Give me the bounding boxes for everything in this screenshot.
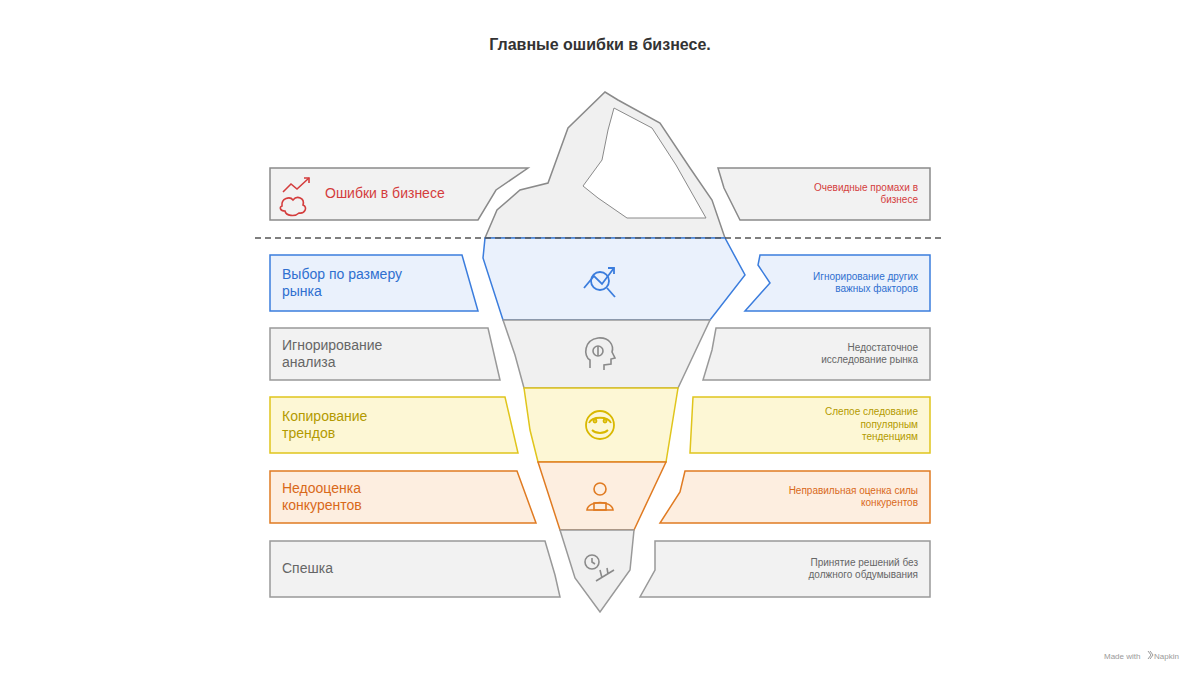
napkin-logo <box>1148 651 1153 659</box>
mistake-label: Ошибки в бизнесе <box>325 185 445 203</box>
box-shape <box>640 541 930 597</box>
iceberg-band <box>503 320 710 388</box>
description-box: Игнорирование других важных факторов <box>745 255 930 311</box>
box-shape <box>703 328 930 380</box>
description-text: Слепое следование популярным тенденциям <box>808 406 918 444</box>
box-shape <box>270 168 528 220</box>
iceberg-snow <box>583 108 706 218</box>
mistake-box: Выбор по размеру рынка <box>270 255 478 311</box>
watermark: Napkin <box>1154 652 1179 661</box>
description-box: Неправильная оценка силы конкурентов <box>660 471 930 523</box>
mistake-box: Игнорирование анализа <box>270 328 500 380</box>
box-shape <box>745 255 930 311</box>
chart-icon <box>584 268 615 297</box>
clock-icon <box>585 555 614 581</box>
iceberg-tip <box>485 92 725 238</box>
mistake-box: Недооценка конкурентов <box>270 471 536 523</box>
head-icon <box>586 338 615 370</box>
mistake-label: Недооценка конкурентов <box>282 480 412 515</box>
iceberg-band <box>483 238 745 320</box>
waterline <box>255 237 945 239</box>
description-box: Принятие решений без должного обдумывани… <box>640 541 930 597</box>
trend-icon <box>280 178 309 215</box>
box-shape <box>270 541 560 597</box>
box-shape <box>660 471 930 523</box>
mistake-label: Игнорирование анализа <box>282 337 412 372</box>
description-box: Очевидные промахи в бизнесе <box>718 168 930 220</box>
mistake-box: Спешка <box>270 541 560 597</box>
watermark: Made with <box>1104 652 1140 661</box>
mistake-box: Ошибки в бизнесе <box>270 168 528 220</box>
box-shape <box>270 397 518 453</box>
iceberg-band <box>538 462 666 530</box>
box-shape <box>270 255 478 311</box>
description-text: Игнорирование других важных факторов <box>808 271 918 296</box>
mistake-box: Копирование трендов <box>270 397 518 453</box>
description-box: Слепое следование популярным тенденциям <box>690 397 930 453</box>
mistake-label: Выбор по размеру рынка <box>282 266 402 301</box>
box-shape <box>718 168 930 220</box>
diagram-title: Главные ошибки в бизнесе. <box>0 36 1200 54</box>
person-icon <box>587 483 613 510</box>
box-shape <box>690 397 930 453</box>
description-text: Принятие решений без должного обдумывани… <box>798 557 918 582</box>
description-text: Неправильная оценка силы конкурентов <box>788 485 918 510</box>
iceberg-band <box>524 388 678 462</box>
iceberg-band <box>560 530 634 612</box>
description-text: Недостаточное исследование рынка <box>788 342 918 367</box>
description-box: Недостаточное исследование рынка <box>703 328 930 380</box>
mistake-label: Копирование трендов <box>282 408 412 443</box>
box-shape <box>270 471 536 523</box>
box-shape <box>270 328 500 380</box>
mistake-label: Спешка <box>282 560 333 578</box>
monkey-icon <box>586 411 614 439</box>
description-text: Очевидные промахи в бизнесе <box>788 182 918 207</box>
